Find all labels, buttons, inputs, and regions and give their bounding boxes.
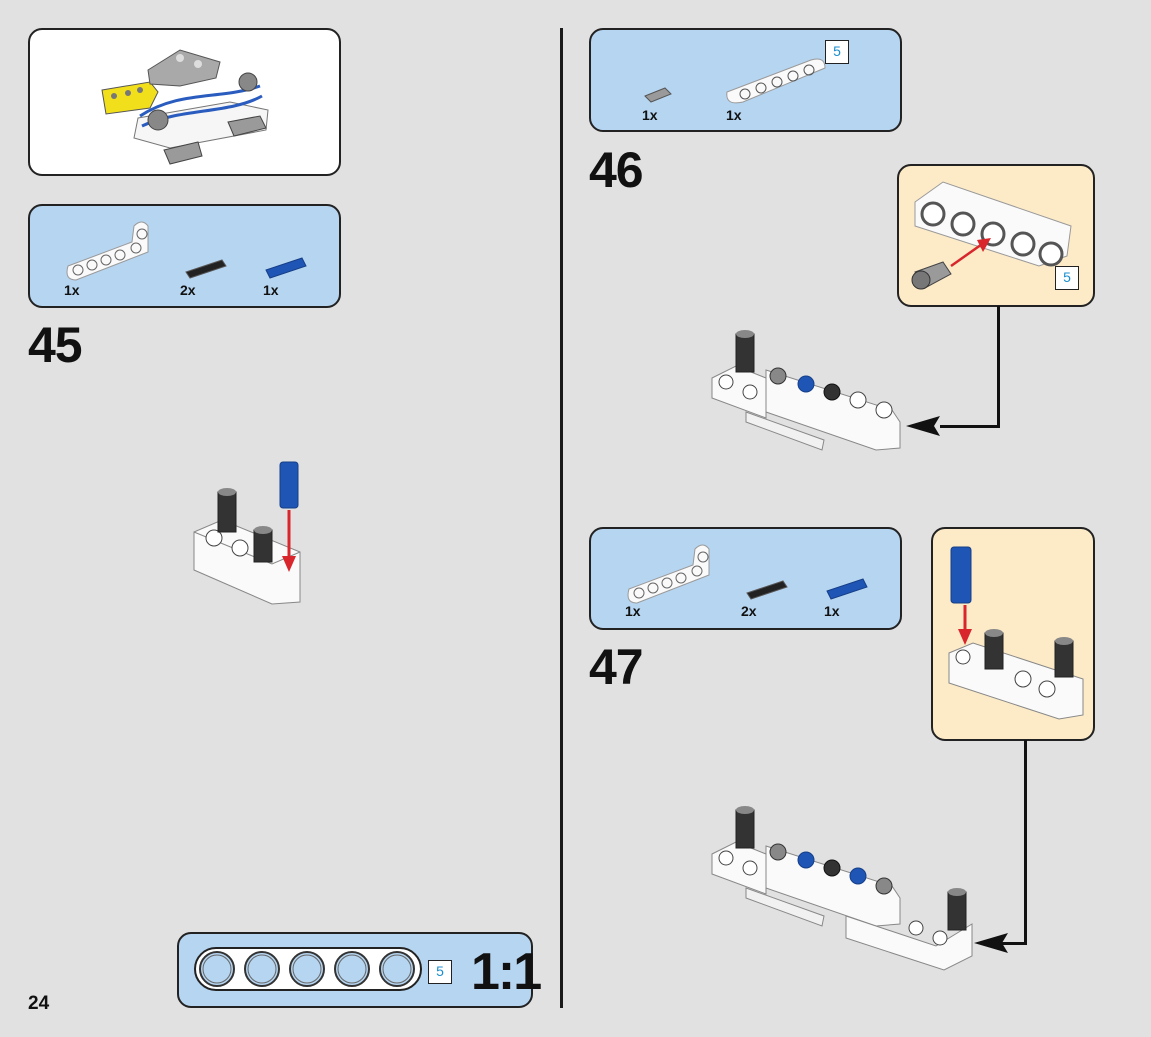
white-l-beam-icon <box>66 221 149 281</box>
blue-axle-pin-icon <box>826 578 868 600</box>
preview-panel <box>28 28 341 176</box>
step-46-parts-panel: 1x 1x 5 <box>589 28 902 132</box>
step-number: 47 <box>589 639 644 695</box>
scale-reference-panel: 5 1:1 <box>177 932 542 1008</box>
part-qty: 1x <box>263 282 279 298</box>
part-qty: 1x <box>625 603 641 619</box>
blue-axle-pin-icon <box>265 257 307 279</box>
beam-length-label: 5 <box>825 40 849 64</box>
step-45-assembly-illustration <box>193 461 301 605</box>
beam-1-1-scale-illustration <box>194 947 422 991</box>
step-46-callout: 5 <box>897 164 1095 307</box>
step-number: 45 <box>28 317 83 373</box>
page-column-divider <box>560 28 563 1008</box>
step-number: 46 <box>589 142 644 198</box>
part-qty: 2x <box>741 603 757 619</box>
callout-pin-insert-illustration <box>948 546 1084 720</box>
callout-connector-line <box>1000 942 1027 945</box>
step-47-parts-panel: 1x 2x 1x <box>589 527 902 630</box>
callout-connector-line <box>940 425 1000 428</box>
beam-length-label: 5 <box>428 960 452 984</box>
step-45-parts-panel: 1x 2x 1x <box>28 204 341 308</box>
scale-ratio: 1:1 <box>471 943 542 1001</box>
part-qty: 1x <box>64 282 80 298</box>
white-5-beam-icon <box>726 58 826 104</box>
preview-model-illustration <box>101 49 269 165</box>
part-qty: 1x <box>642 107 658 123</box>
callout-connector-line <box>1024 740 1027 945</box>
white-l-beam-icon <box>627 544 710 604</box>
gray-bushing-pin-icon <box>644 87 672 103</box>
part-qty: 1x <box>726 107 742 123</box>
black-friction-pin-icon <box>185 259 227 279</box>
arrow-left-icon <box>974 933 1008 953</box>
step-47-assembly-illustration <box>711 806 973 971</box>
callout-beam-pin-illustration <box>911 181 1072 290</box>
arrow-left-icon <box>906 416 940 436</box>
page-number: 24 <box>28 993 50 1014</box>
step-46-assembly-illustration <box>711 330 901 451</box>
beam-length-label: 5 <box>1055 266 1079 290</box>
part-qty: 1x <box>824 603 840 619</box>
step-47-callout <box>931 527 1095 741</box>
black-friction-pin-icon <box>746 580 788 600</box>
callout-connector-line <box>997 306 1000 428</box>
part-qty: 2x <box>180 282 196 298</box>
